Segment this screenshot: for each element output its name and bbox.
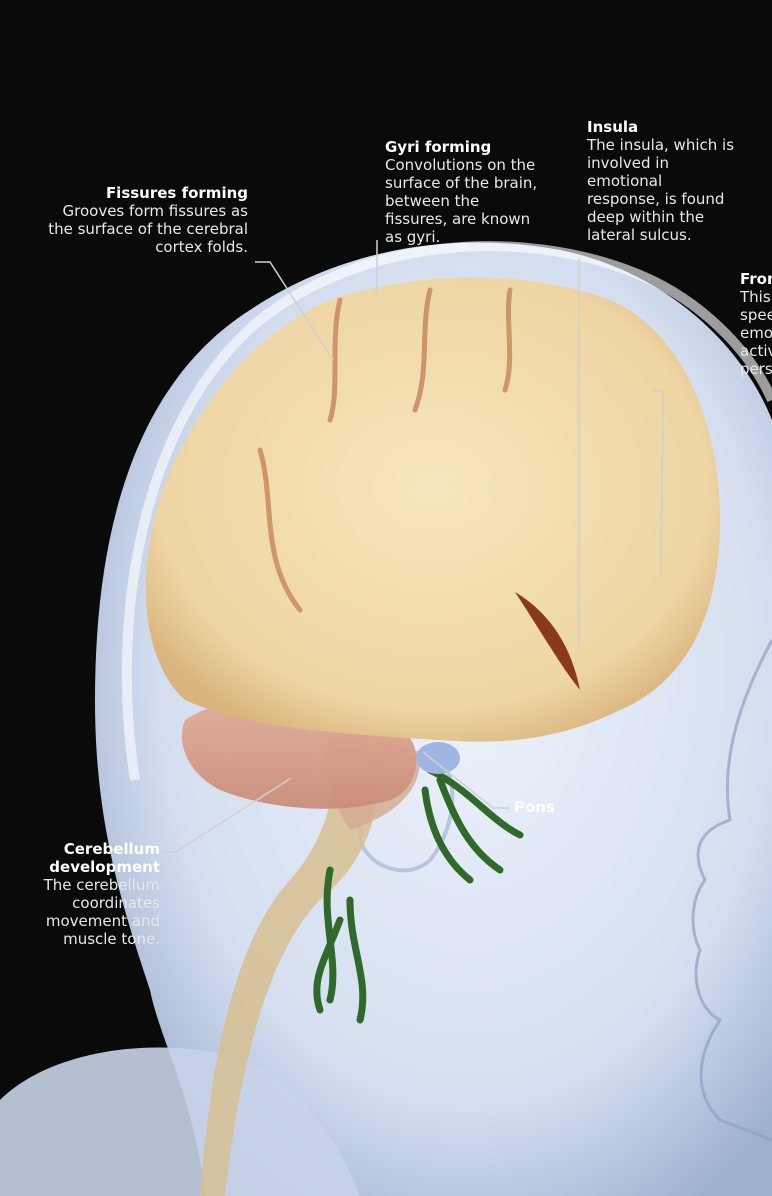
gyri-body: Convolutions on the surface of the brain… (385, 156, 540, 246)
gyri-title: Gyri forming (385, 138, 540, 156)
frontal-body-line-1: This (740, 288, 772, 306)
insula-title: Insula (587, 118, 737, 136)
fissures-title: Fissures forming (40, 184, 248, 202)
fissures-label: Fissures forming Grooves form fissures a… (40, 184, 248, 256)
cerebellum-title-line1: Cerebellum (0, 840, 160, 858)
cerebellum-body: The cerebellum coordinates movement and … (0, 876, 160, 948)
pons-label: Pons (514, 798, 555, 816)
frontal-title: Fron (740, 270, 772, 288)
insula-label: Insula The insula, which is involved in … (587, 118, 737, 244)
pons (416, 742, 460, 774)
pons-title: Pons (514, 798, 555, 816)
insula-body: The insula, which is involved in emotion… (587, 136, 737, 244)
frontal-body-line-3: emo (740, 324, 772, 342)
cerebellum-label: Cerebellum development The cerebellum co… (0, 840, 160, 948)
fissures-body: Grooves form fissures as the surface of … (40, 202, 248, 256)
frontal-body-line-4: activ (740, 342, 772, 360)
gyri-label: Gyri forming Convolutions on the surface… (385, 138, 540, 246)
frontal-body-line-2: spee (740, 306, 772, 324)
frontal-label: Fron This spee emo activ pers (740, 270, 772, 378)
cerebellum-title-line2: development (0, 858, 160, 876)
frontal-body-line-5: pers (740, 360, 772, 378)
